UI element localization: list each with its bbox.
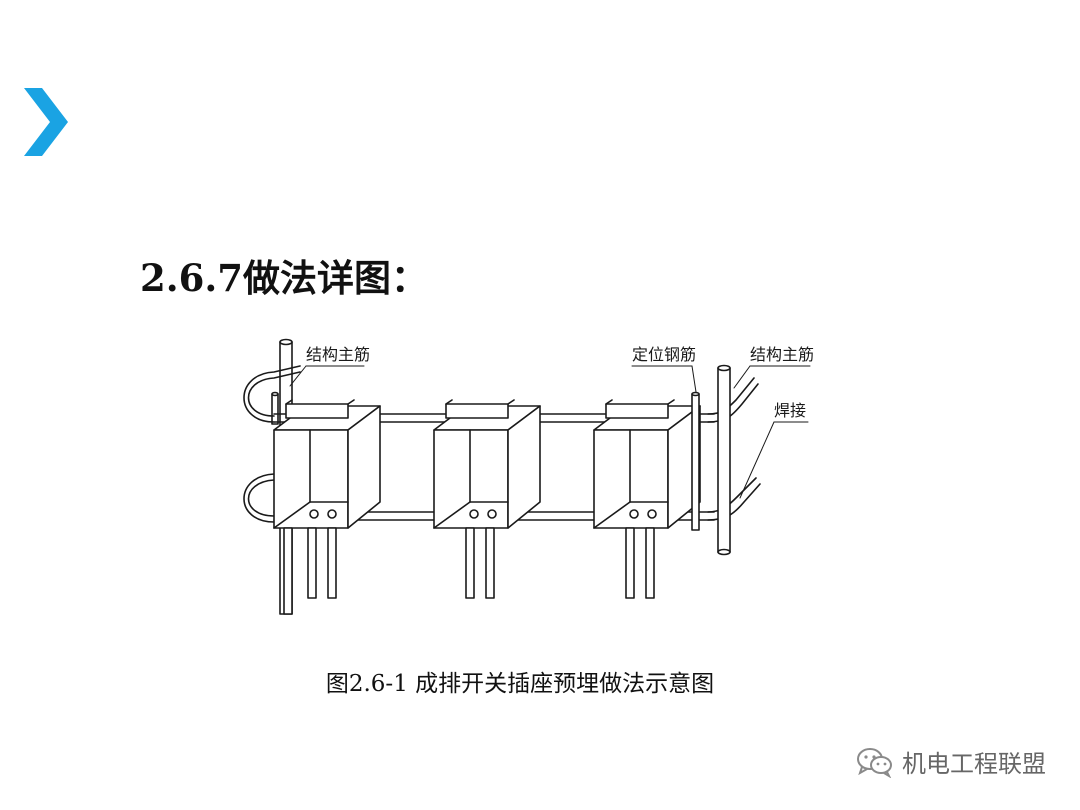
left-stub-rebar	[271, 391, 279, 425]
label-main-rebar-right: 结构主筋	[750, 345, 814, 364]
positioning-rebar	[691, 391, 700, 531]
switch-socket-embedding-diagram: 结构主筋 定位钢筋 结构主筋 焊接	[243, 338, 814, 615]
box-2-conduits	[465, 527, 495, 599]
junction-box-1	[273, 399, 381, 529]
junction-box-3	[593, 399, 701, 529]
chevron-right-icon	[24, 88, 68, 156]
wechat-icon	[857, 747, 892, 778]
junction-box-2	[433, 399, 541, 529]
label-weld: 焊接	[774, 401, 806, 420]
figure-caption: 图2.6-1 成排开关插座预埋做法示意图	[325, 671, 715, 697]
label-main-rebar-left: 结构主筋	[306, 345, 370, 364]
watermark-text: 机电工程联盟	[902, 750, 1046, 778]
box-1-conduits	[283, 527, 337, 615]
section-heading: 2.6.7做法详图：	[140, 256, 428, 300]
box-3-conduits	[625, 527, 655, 599]
watermark: 机电工程联盟	[856, 744, 1046, 779]
label-positioning-rebar: 定位钢筋	[632, 345, 696, 364]
right-main-rebar	[717, 364, 731, 556]
